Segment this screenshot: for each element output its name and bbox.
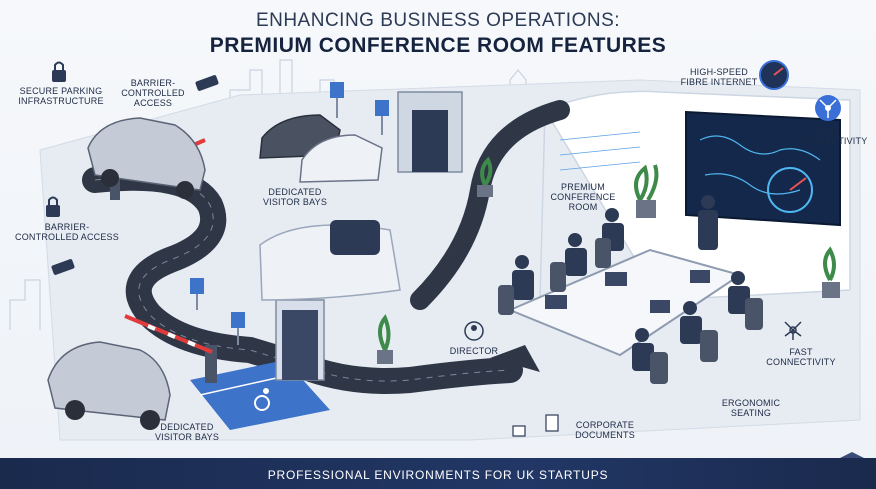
car-silver-bottom (47, 341, 171, 430)
world-map-display (685, 110, 841, 227)
label-visitor-bays-top: DEDICATED VISITOR BAYS (262, 187, 328, 207)
plants (377, 156, 840, 364)
laptops (545, 270, 710, 313)
car-silver-top (87, 117, 206, 199)
entry-arrow (490, 345, 540, 372)
meeting-attendees (512, 195, 750, 371)
speedometer-icon (759, 60, 789, 90)
director-icon (464, 321, 484, 341)
network-icon-bottom (784, 321, 802, 340)
label-fast-top: FAST CONNECTIVITY (798, 126, 868, 146)
label-director: DIRECTOR (449, 346, 499, 356)
padlock-icon (52, 61, 66, 82)
ergonomic-chairs (498, 238, 763, 384)
label-barrier-top: BARRIER-CONTROLLED ACCESS (121, 78, 185, 108)
label-documents: CORPORATE DOCUMENTS (575, 420, 635, 440)
label-ergonomic: ERGONOMIC SEATING (721, 398, 781, 418)
label-premium-room: PREMIUM CONFERENCE ROOM (550, 182, 616, 212)
label-visitor-bays-bottom: DEDICATED VISITOR BAYS (154, 422, 220, 442)
barrier-gate-bottom (124, 314, 217, 383)
parking-sign-icon (190, 82, 389, 345)
network-icon (815, 95, 841, 121)
label-barrier-left: BARRIER-CONTROLLED ACCESS (15, 222, 119, 242)
car-white-parking (299, 134, 383, 183)
lift-doors (275, 299, 325, 381)
header-title-line1: ENHANCING BUSINESS OPERATIONS: (255, 10, 621, 31)
header-title-line2: PREMIUM CONFERENCE ROOM FEATURES (209, 34, 667, 57)
padlock-icon-left (46, 196, 60, 217)
footer-banner (0, 458, 876, 489)
label-fast-bottom: FAST CONNECTIVITY (766, 347, 836, 367)
reception-pod (259, 220, 401, 301)
label-secure-parking: SECURE PARKING INFRASTRUCTURE (18, 86, 104, 106)
document-icon (512, 414, 559, 437)
entrance-building (397, 91, 463, 173)
footer-text: PROFESSIONAL ENVIRONMENTS FOR UK STARTUP… (267, 468, 609, 482)
label-fibre: HIGH-SPEED FIBRE INTERNET (680, 67, 758, 87)
accessible-parking-icon (254, 388, 270, 411)
cctv-camera-icon (51, 75, 219, 275)
